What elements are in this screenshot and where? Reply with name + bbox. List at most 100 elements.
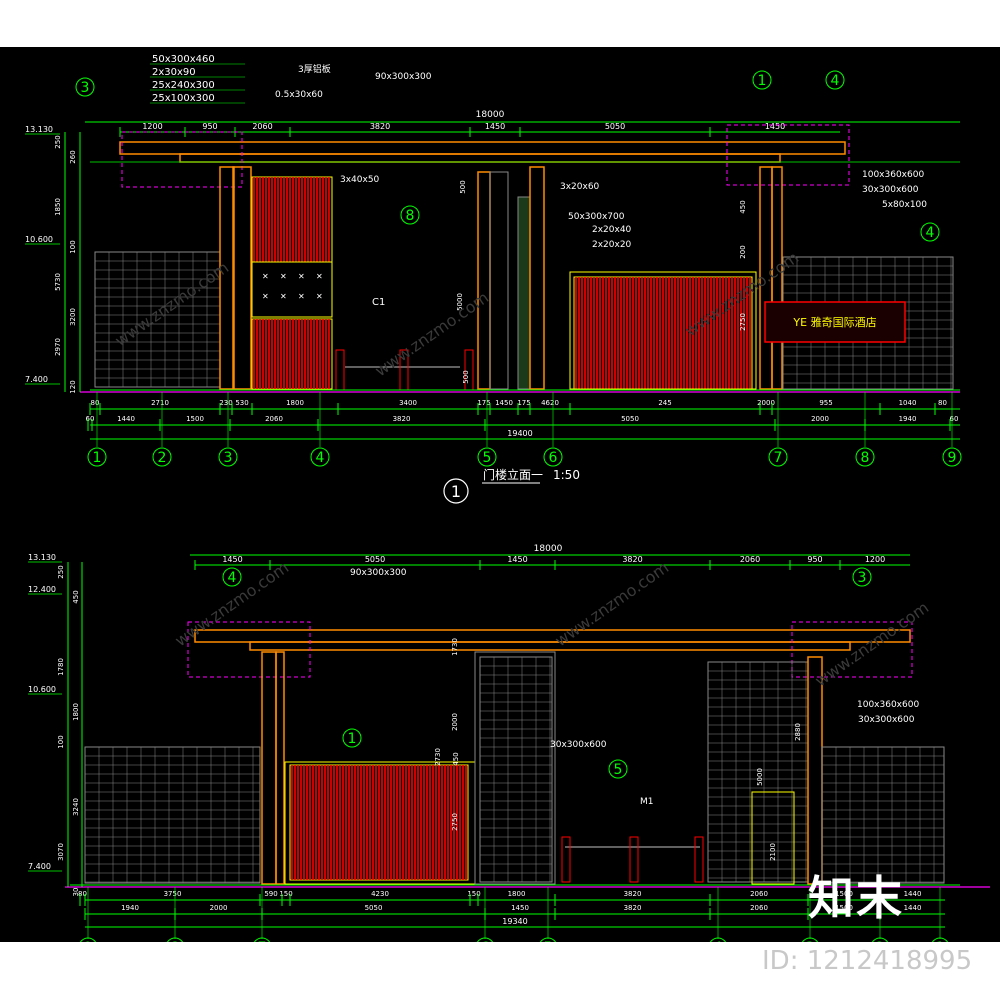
v2-door-m1 xyxy=(751,791,795,885)
v2-dim1-1: 3750 xyxy=(164,890,182,898)
v1-axis-1-bubble xyxy=(152,447,172,467)
v1-note-right-1: 50x300x700 xyxy=(568,212,625,222)
v2-col-2 xyxy=(807,656,823,885)
v1-inner-dim-0: 500 xyxy=(459,180,467,193)
v2-stone-brick xyxy=(479,656,553,883)
v2-axis-3-bubble xyxy=(476,937,494,942)
v1-note-mid-1: 0.5x30x60 xyxy=(275,90,323,100)
v1-top-dim-6: 1450 xyxy=(765,122,785,131)
v2-callout-bubble-d: 5 xyxy=(614,762,623,778)
v2-dim2-2: 5050 xyxy=(365,904,383,912)
v2-inner-dim-1: 2000 xyxy=(451,713,459,731)
v1-note-right-2: 2x20x40 xyxy=(592,225,632,235)
v1-left-dim-1: 260 xyxy=(69,150,77,163)
v2-callout-bubble-b-bubble xyxy=(852,567,872,587)
v1-left-dim-4: 5730 xyxy=(54,273,62,291)
v1-sign-box xyxy=(764,301,906,343)
v2-dim2-4: 3820 xyxy=(624,904,642,912)
v2-top-dim-3: 3820 xyxy=(622,555,642,564)
v2-dim1-8: 2060 xyxy=(750,890,768,898)
v1-callout-bubble-a-bubble xyxy=(75,77,95,97)
v1-axis-3-bubble xyxy=(310,447,330,467)
v1-callout-bubble-e-bubble xyxy=(920,222,940,242)
v2-axis-7-bubble xyxy=(871,937,889,942)
v2-axis-2-bubble xyxy=(253,937,271,942)
v1-window-pattern: ✕ xyxy=(262,272,269,281)
v2-axis-4-bubble xyxy=(539,937,557,942)
v1-callout-bubble-e: 4 xyxy=(926,225,935,241)
v1-title-bubble xyxy=(443,478,469,504)
v1-elev-0: 13.130 xyxy=(25,125,53,134)
v2-post-b xyxy=(629,836,639,883)
v2-axis-6: 3 xyxy=(806,940,815,942)
v2-inner-dim-5: 2880 xyxy=(794,723,802,741)
v1-callout-right xyxy=(726,124,850,186)
v1-dim2-0: 60 xyxy=(86,415,95,423)
v1-dim1-12: 955 xyxy=(819,399,832,407)
v1-inner-dim-3: 450 xyxy=(739,200,747,213)
v1-left-dim-0: 250 xyxy=(54,135,62,148)
v2-axis-5-bubble xyxy=(709,937,727,942)
v1-note-mid-0: 3厚铝板 xyxy=(298,63,331,75)
v2-dim1-0: 80 xyxy=(78,890,87,898)
v1-col-6-stone xyxy=(517,196,531,390)
v1-label-c1: C1 xyxy=(372,297,385,308)
v2-dim2-5: 2060 xyxy=(750,904,768,912)
v1-axis-7-bubble xyxy=(855,447,875,467)
v2-col-7 xyxy=(261,651,277,885)
v1-col-3b xyxy=(232,166,252,390)
v2-axis-7: 2 xyxy=(876,940,885,942)
v1-axis-6: 7 xyxy=(774,450,783,466)
v1-dim1-14: 80 xyxy=(938,399,947,407)
v1-note-left-0: 50x300x460 xyxy=(152,54,215,65)
v2-dim1-6: 1800 xyxy=(508,890,526,898)
v2-dim1-9: 1500 xyxy=(835,890,853,898)
v2-axis-1: 8 xyxy=(171,940,180,942)
v1-window-frame xyxy=(251,261,333,318)
v1-axis-5-bubble xyxy=(543,447,563,467)
v2-note-0: 90x300x300 xyxy=(350,568,407,578)
v1-elev-2: 7.400 xyxy=(25,375,48,384)
v1-dim1-13: 1040 xyxy=(899,399,917,407)
v1-axis-5: 6 xyxy=(549,450,558,466)
v2-top-dim-1: 5050 xyxy=(365,555,385,564)
v1-gate-frame xyxy=(569,271,757,390)
v1-axis-6-bubble xyxy=(768,447,788,467)
v2-top-dim-5: 950 xyxy=(807,555,822,564)
v2-callout-bubble-b: 3 xyxy=(858,570,867,586)
v2-dim2-3: 1450 xyxy=(511,904,529,912)
v1-dim2-7: 1940 xyxy=(899,415,917,423)
v1-top-dim-4: 1450 xyxy=(485,122,505,131)
v2-left-dim-4: 100 xyxy=(57,735,65,748)
v2-axis-6-bubble xyxy=(801,937,819,942)
v1-axis-3: 4 xyxy=(316,450,325,466)
site-watermark-4: www.znzmo.com xyxy=(551,558,672,651)
v1-note-left-3: 25x100x300 xyxy=(152,93,215,104)
site-watermark-0: www.znzmo.com xyxy=(111,258,232,351)
v1-dim1-6: 175 xyxy=(477,399,490,407)
v1-window-pattern: ✕ xyxy=(262,292,269,301)
v1-dim2-3: 2060 xyxy=(265,415,283,423)
v1-inner-dim-4: 200 xyxy=(739,245,747,258)
v1-sign-text: YE 雅奇国际酒店 xyxy=(792,315,876,329)
v1-dim1-11: 2000 xyxy=(757,399,775,407)
v2-post-a xyxy=(561,836,571,883)
v2-dim1-10: 1440 xyxy=(904,890,922,898)
v2-callout-bubble-c: 1 xyxy=(348,731,357,747)
v1-col-5-stone xyxy=(489,171,509,390)
v2-axis-8-bubble xyxy=(931,937,949,942)
v1-axis-8: 9 xyxy=(948,450,957,466)
v2-total-width: 18000 xyxy=(534,544,563,554)
v2-top-dim-2: 1450 xyxy=(507,555,527,564)
v1-elev-1: 10.600 xyxy=(25,235,53,244)
v1-axis-2: 3 xyxy=(224,450,233,466)
v2-left-dim-3: 1800 xyxy=(72,703,80,721)
v1-note-right-3: 2x20x20 xyxy=(592,240,632,250)
v2-inner-dim-2: 2730 xyxy=(434,748,442,766)
v1-dim1-10: 245 xyxy=(658,399,671,407)
v1-left-dim-2: 1850 xyxy=(54,198,62,216)
v2-note-1: 100x360x600 xyxy=(857,700,919,710)
v1-col-7b xyxy=(771,166,783,390)
v1-left-dim-3: 100 xyxy=(69,240,77,253)
